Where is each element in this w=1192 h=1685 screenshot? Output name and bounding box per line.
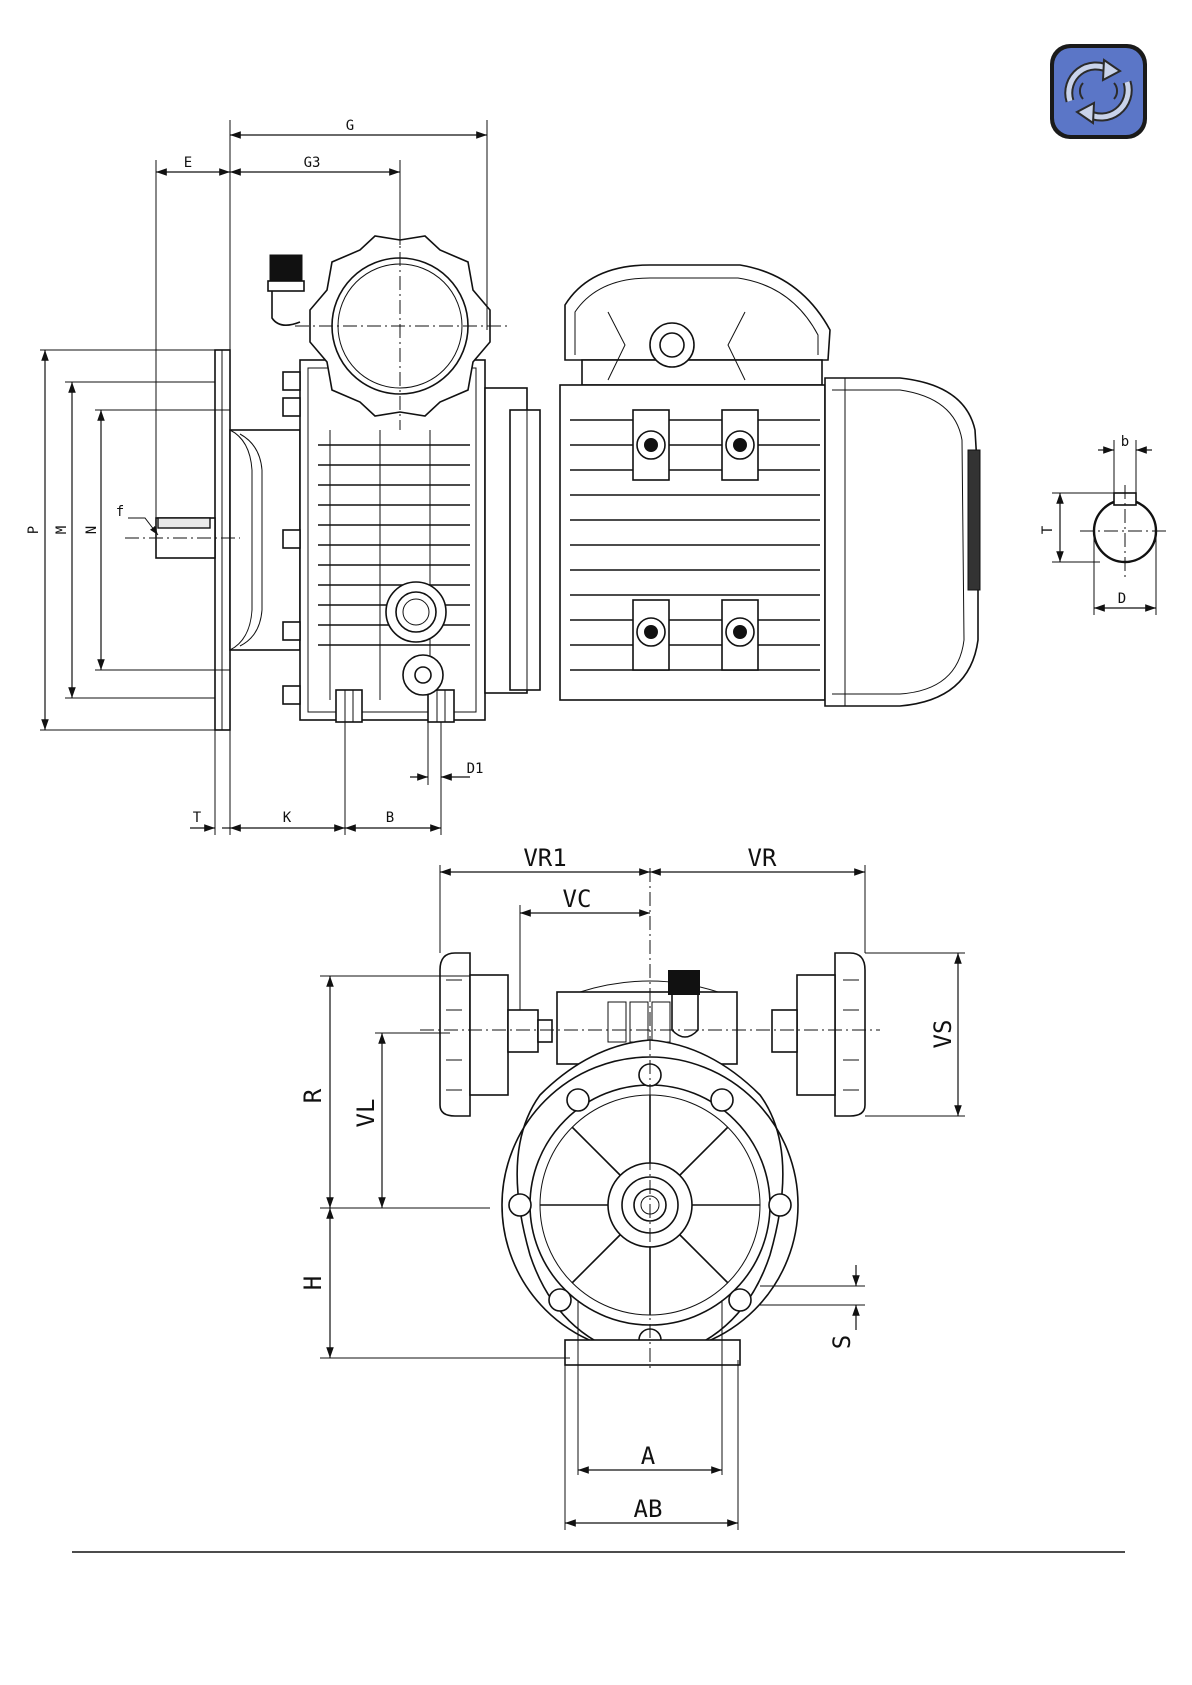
dim-label-n: N xyxy=(84,526,100,534)
brand-logo xyxy=(1050,44,1147,139)
front-view xyxy=(420,868,880,1370)
shaft-key xyxy=(158,518,210,528)
section-label-b: b xyxy=(1121,434,1129,450)
side-view xyxy=(125,180,980,730)
dim-label-k: K xyxy=(283,810,292,826)
housing-bolts xyxy=(283,372,300,704)
dim-label-d1: D1 xyxy=(467,761,484,777)
dim-label-vl: VL xyxy=(352,1099,380,1128)
dim-label-b: B xyxy=(386,810,394,826)
shaft-section xyxy=(1052,440,1170,615)
motor-feet xyxy=(565,1340,740,1365)
dim-label-e: E xyxy=(184,155,192,171)
fan-cover xyxy=(825,378,980,706)
dim-label-vc: VC xyxy=(563,885,592,913)
dim-label-a: A xyxy=(641,1442,656,1470)
dim-label-p: P xyxy=(26,526,42,534)
dim-label-h: H xyxy=(299,1276,327,1290)
dim-label-vr1: VR1 xyxy=(523,844,566,872)
dim-label-s: S xyxy=(828,1335,856,1349)
dim-label-r: R xyxy=(299,1088,327,1103)
left-hand-wheel xyxy=(440,953,552,1116)
motor-body xyxy=(560,385,825,700)
breather-plug xyxy=(268,255,304,325)
dim-label-ab: AB xyxy=(634,1495,663,1523)
dim-label-vs: VS xyxy=(929,1020,957,1049)
dim-label-f: f xyxy=(116,504,124,520)
terminal-box xyxy=(565,265,830,385)
section-label-d: D xyxy=(1118,591,1126,607)
dim-label-g: G xyxy=(346,118,354,134)
dim-label-vr: VR xyxy=(748,844,777,872)
section-label-t: T xyxy=(1040,525,1056,534)
dim-label-m: M xyxy=(54,526,70,534)
right-hand-wheel xyxy=(772,953,865,1116)
dim-label-t: T xyxy=(193,810,202,826)
dim-label-g3: G3 xyxy=(304,155,321,171)
